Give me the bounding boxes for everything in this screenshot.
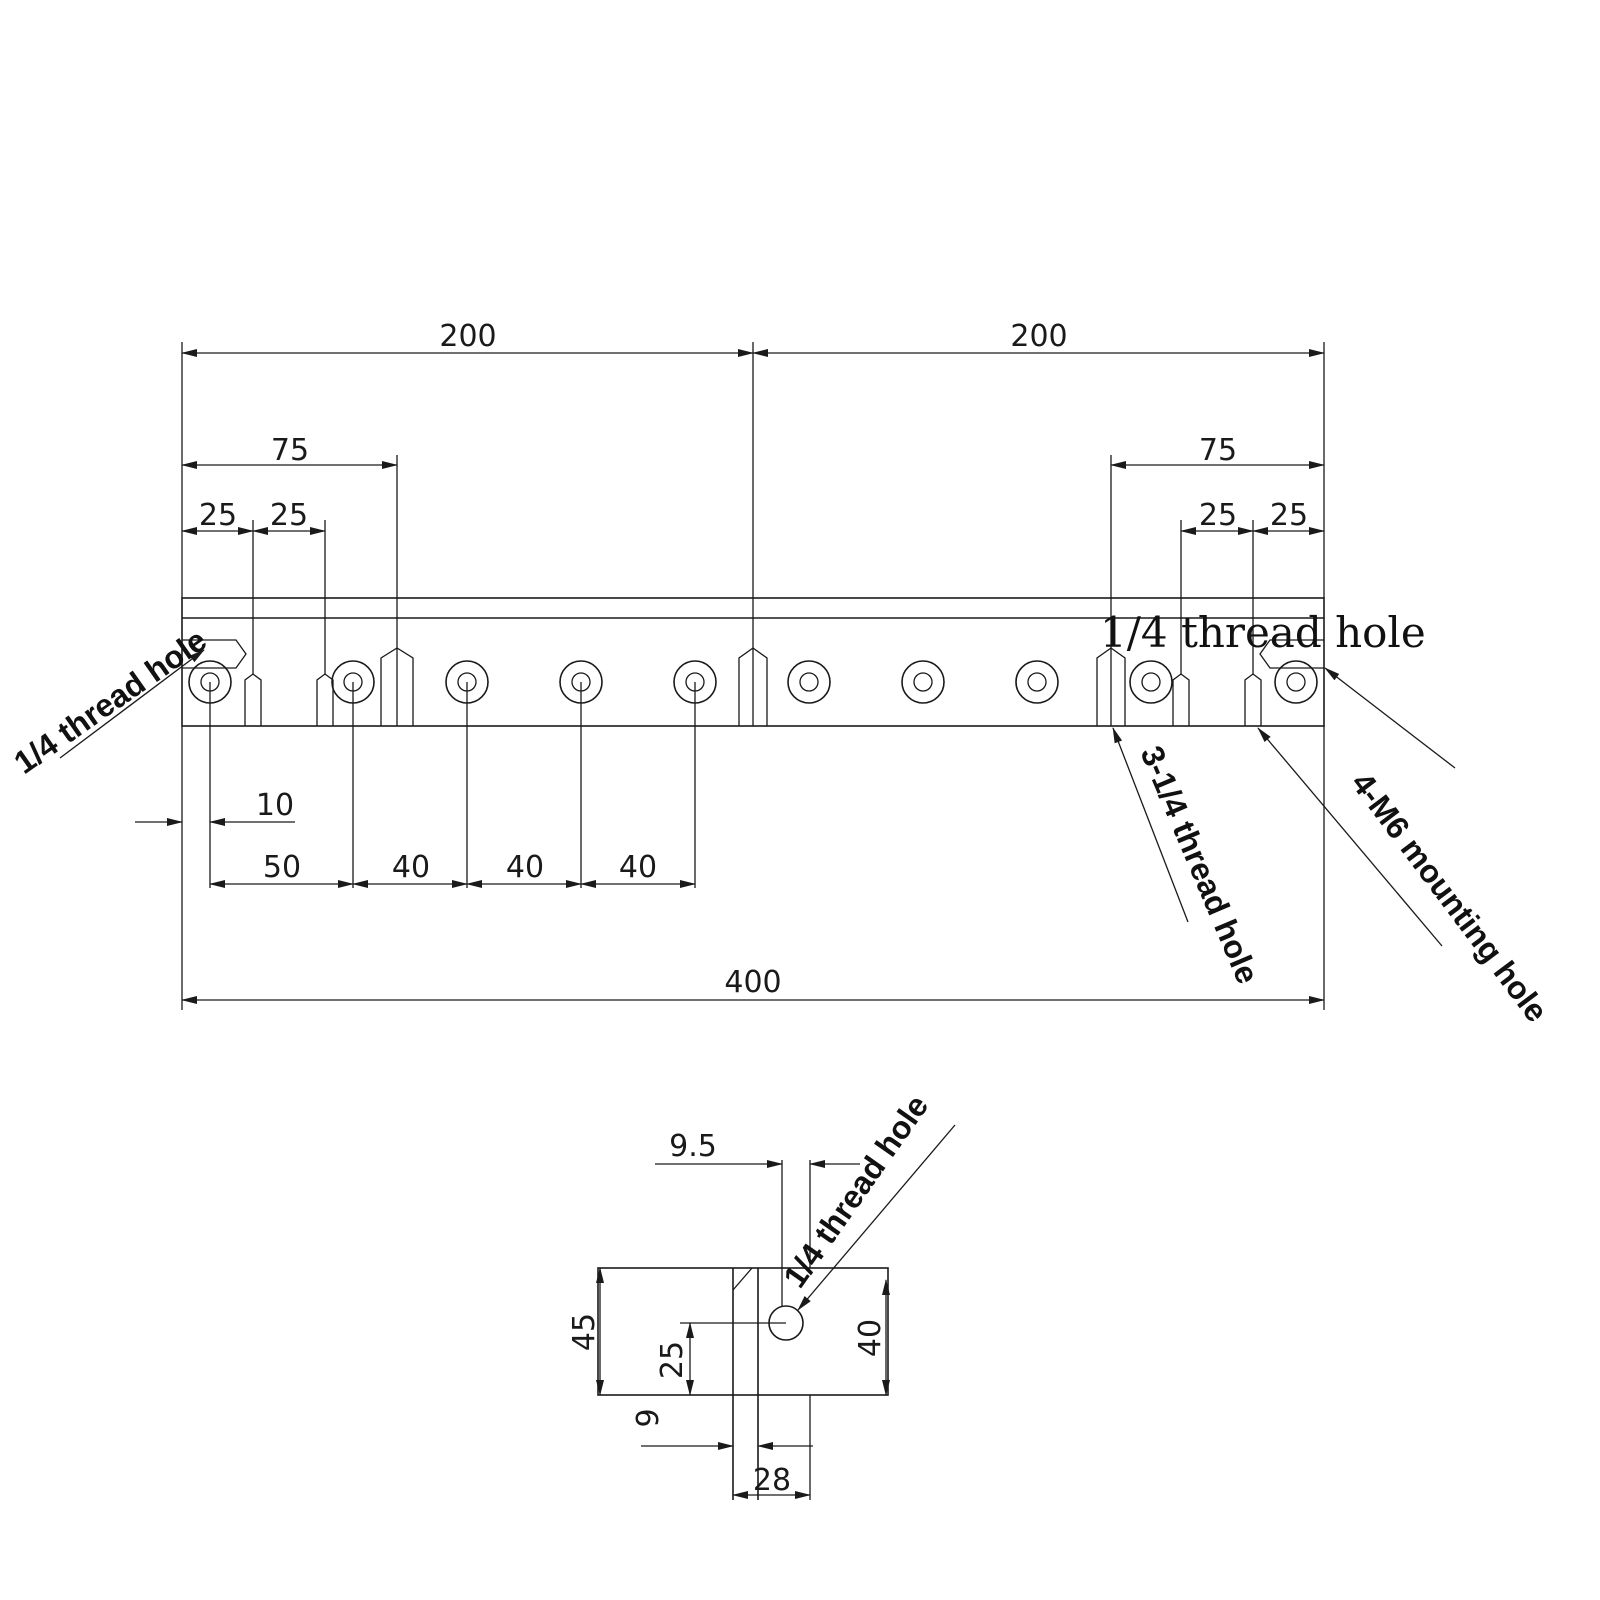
dim-40-c: 40	[619, 850, 657, 885]
side-view: 9.5 1/4 thread hole 45 25 40 9 28	[567, 1088, 956, 1500]
rail-holes	[188, 660, 1318, 704]
thread-hole-sections	[380, 647, 1126, 726]
label-mounting-hole: 4-M6 mounting hole	[1344, 766, 1555, 1029]
dim-40-a: 40	[392, 850, 430, 885]
label-three-thread-hole: 3-1/4 thread hole	[1134, 741, 1266, 989]
dim-75-right: 75	[1199, 433, 1237, 468]
label-side-thread-hole: 1/4 thread hole	[776, 1088, 935, 1294]
dim-200-right: 200	[1010, 319, 1067, 354]
dim-25-left-a: 25	[199, 498, 237, 533]
dim-40-b: 40	[506, 850, 544, 885]
dim-25-side: 25	[655, 1341, 690, 1379]
dim-45: 45	[567, 1313, 602, 1351]
dim-28: 28	[753, 1463, 791, 1498]
dim-9-side: 9	[631, 1408, 666, 1427]
dim-25-right-a: 25	[1199, 498, 1237, 533]
rail-hole	[1015, 660, 1059, 704]
bottom-dimensions: 10 50 40 40 40 400	[135, 682, 1325, 1010]
dim-9-5: 9.5	[669, 1129, 717, 1164]
dim-50: 50	[263, 850, 301, 885]
rail-hole	[787, 660, 831, 704]
dim-75-left: 75	[271, 433, 309, 468]
top-dimensions: 200 200 75 25 25 75 25 25	[181, 319, 1325, 674]
side-profile-outer	[597, 1267, 889, 1396]
side-profile-slot	[732, 1268, 759, 1500]
left-end-thread-section	[182, 639, 247, 669]
rail-hole	[1274, 660, 1318, 704]
dim-400: 400	[724, 965, 781, 1000]
dim-200-left: 200	[439, 319, 496, 354]
right-end-thread-section	[1259, 639, 1324, 669]
dim-25-left-b: 25	[270, 498, 308, 533]
rail-hole	[901, 660, 945, 704]
dim-40-side: 40	[853, 1319, 888, 1357]
rail-hole	[1129, 660, 1173, 704]
label-right-thread-hole: 1/4 thread hole	[1100, 608, 1426, 657]
front-view: 200 200 75 25 25 75 25 25	[7, 319, 1555, 1029]
dim-25-right-b: 25	[1270, 498, 1308, 533]
dim-10: 10	[256, 788, 294, 823]
